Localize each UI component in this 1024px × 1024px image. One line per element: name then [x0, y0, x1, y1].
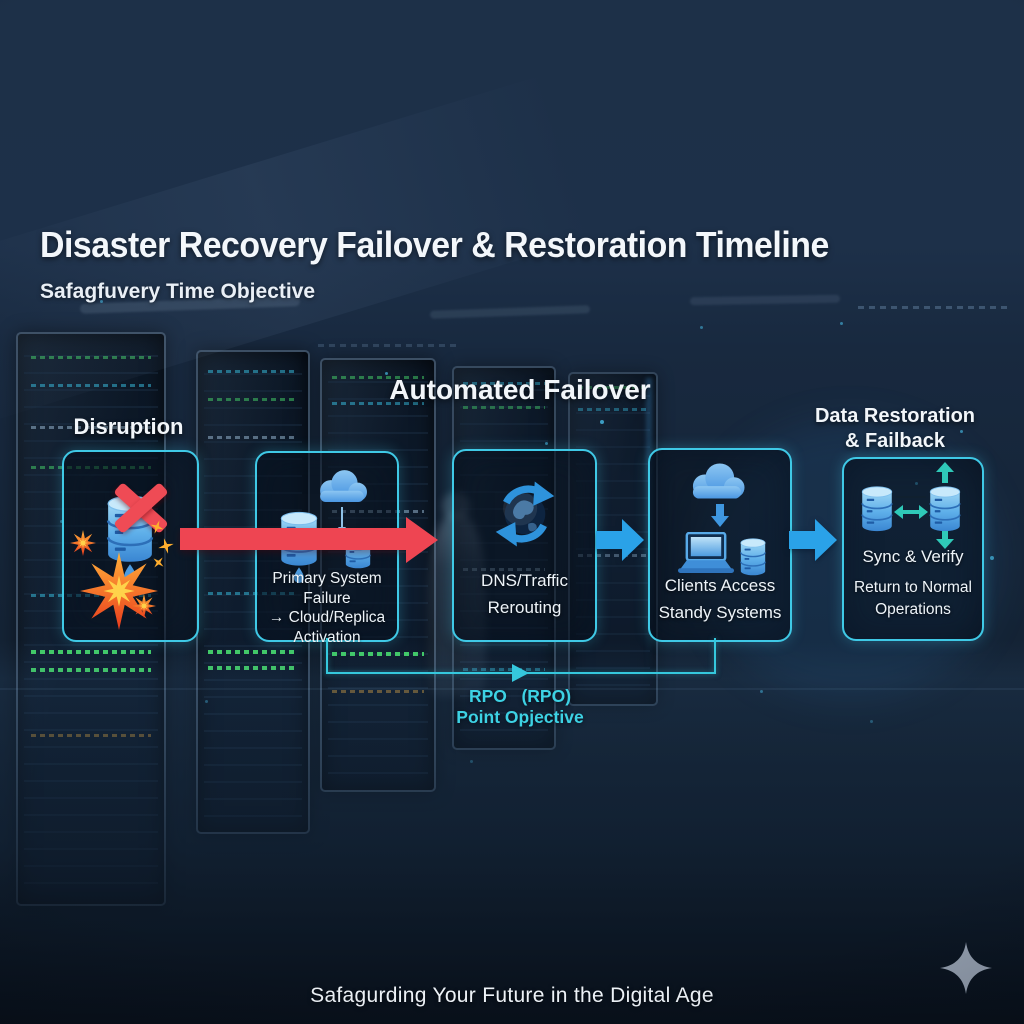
- spark-icon: [156, 536, 176, 556]
- rpo-arrowhead-icon: [512, 664, 529, 682]
- explosion-icon: [70, 530, 96, 556]
- rpo-label-line1: RPO (RPO): [468, 686, 572, 706]
- flow-box-dns-rerouting: DNS/Traffic Rerouting: [452, 449, 597, 642]
- page-title: Disaster Recovery Failover & Restoration…: [40, 224, 829, 265]
- flow-box-sync-verify: Sync & Verify Return to Normal Operation…: [842, 457, 984, 641]
- box-label-line: Standy Systems: [658, 603, 782, 622]
- box-sublabel: Return to Normal Operations: [842, 577, 984, 621]
- flow-arrow: [789, 519, 837, 561]
- ceiling-light: [689, 294, 841, 306]
- failure-arrow: [180, 517, 438, 563]
- db-link-line: [896, 496, 926, 498]
- box-label: Primary System Failure → Cloud/Replica A…: [247, 569, 407, 647]
- heading-data-restoration-line2: & Failback: [844, 430, 946, 452]
- rpo-label-line2: Point Opjective: [456, 707, 584, 727]
- heading-data-restoration: Data Restoration & Failback: [795, 404, 995, 454]
- heading-disruption: Disruption: [73, 414, 184, 439]
- decor-dashes: [858, 306, 1008, 309]
- box-label-line: Operations: [875, 601, 951, 618]
- sync-horizontal-arrow-icon: [894, 505, 928, 519]
- database-icon: [856, 484, 898, 534]
- flow-arrow: [596, 519, 644, 561]
- sparkle-icon: [940, 942, 992, 994]
- decor-dashes: [318, 344, 458, 347]
- flow-box-disruption: [62, 450, 199, 642]
- ceiling-light: [429, 305, 591, 319]
- heading-data-restoration-line1: Data Restoration: [814, 405, 976, 427]
- box-label-line: Clients Access: [664, 576, 776, 595]
- box-label-line: → Cloud/Replica: [268, 609, 386, 626]
- box-label-line: Primary System Failure: [272, 570, 382, 607]
- cloud-icon: [311, 467, 373, 507]
- sync-up-arrow-icon: [936, 462, 954, 483]
- box-label: Sync & Verify: [862, 547, 964, 566]
- box-label: DNS/Traffic Rerouting: [454, 567, 595, 621]
- explosion-icon: [132, 594, 156, 618]
- laptop-icon: [674, 532, 738, 574]
- heading-automated-failover: Automated Failover: [389, 374, 651, 405]
- explosion-icon: [80, 552, 158, 630]
- footer-tagline: Safagurding Your Future in the Digital A…: [310, 984, 714, 1007]
- globe-sync-icon: [484, 475, 566, 553]
- download-arrow-icon: [711, 504, 729, 527]
- box-label-line: Return to Normal: [853, 579, 972, 596]
- database-icon: [924, 484, 966, 534]
- box-label-line: Rerouting: [487, 598, 562, 617]
- box-label-line: DNS/Traffic: [481, 571, 568, 590]
- box-label: Clients Access Standy Systems: [646, 572, 794, 626]
- cloud-icon: [684, 460, 750, 504]
- flow-box-clients-standby: Clients Access Standy Systems: [648, 448, 792, 642]
- page-subtitle: Safagfuvery Time Objective: [40, 280, 316, 303]
